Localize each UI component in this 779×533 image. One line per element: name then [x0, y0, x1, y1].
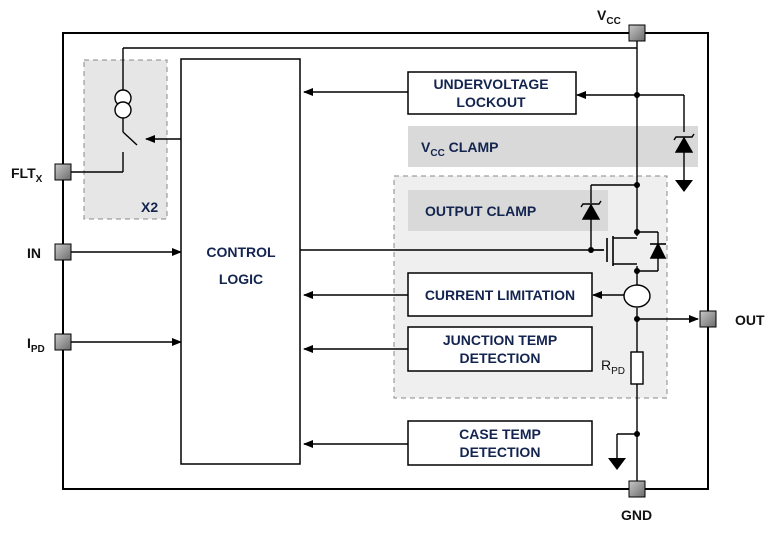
case-temp-label-2: DETECTION: [460, 444, 541, 460]
ground-arrow-icon: [608, 458, 626, 470]
in-pin-label: IN: [27, 245, 41, 261]
vcc-pin-label: VCC: [597, 7, 621, 27]
control-logic-label-1: CONTROL: [206, 244, 276, 260]
junction-dots: [588, 92, 640, 437]
pull-down-resistor: [630, 351, 644, 385]
output-clamp-band: [408, 190, 608, 231]
vcc-clamp-label: VCC CLAMP: [421, 139, 498, 159]
flt-pin-label: FLTX: [11, 165, 43, 185]
control-logic-block: [180, 58, 301, 465]
output-mosfet-icon: [606, 236, 667, 266]
current-limitation-label: CURRENT LIMITATION: [425, 287, 575, 303]
clamp-ground-arrow-icon: [675, 180, 693, 192]
vcc-clamp-band: [408, 126, 698, 167]
case-temp-label-1: CASE TEMP: [459, 426, 541, 442]
control-logic-label-2: LOGIC: [219, 271, 263, 287]
ipd-pin: [54, 333, 72, 351]
current-sense-icon: [623, 284, 651, 308]
junction-temp-label-2: DETECTION: [460, 350, 541, 366]
junction-temp-label-1: JUNCTION TEMP: [443, 332, 557, 348]
gnd-pin: [628, 480, 646, 498]
case-temp-block: [407, 420, 593, 466]
out-pin: [699, 310, 717, 328]
out-pin-label: OUT: [735, 312, 765, 328]
chip-outline: [62, 32, 709, 490]
undervoltage-label-2: LOCKOUT: [456, 94, 526, 110]
pins: [54, 24, 717, 498]
ipd-pin-label: IPD: [27, 335, 45, 355]
current-source-icon: [114, 89, 132, 119]
junction-temp-block: [407, 326, 593, 372]
rpd-label: RPD: [601, 357, 625, 377]
output-clamp-zener-icon: [580, 200, 602, 220]
vcc-clamp-zener-icon: [673, 133, 695, 153]
x2-label: X2: [141, 199, 158, 215]
vcc-pin: [628, 24, 646, 42]
flt-pin: [54, 163, 72, 181]
current-limitation-block: [407, 272, 593, 317]
output-clamp-label: OUTPUT CLAMP: [425, 203, 536, 219]
in-pin: [54, 243, 72, 261]
gnd-pin-label: GND: [621, 507, 652, 523]
undervoltage-label-1: UNDERVOLTAGE: [433, 76, 548, 92]
undervoltage-block: [407, 71, 577, 115]
